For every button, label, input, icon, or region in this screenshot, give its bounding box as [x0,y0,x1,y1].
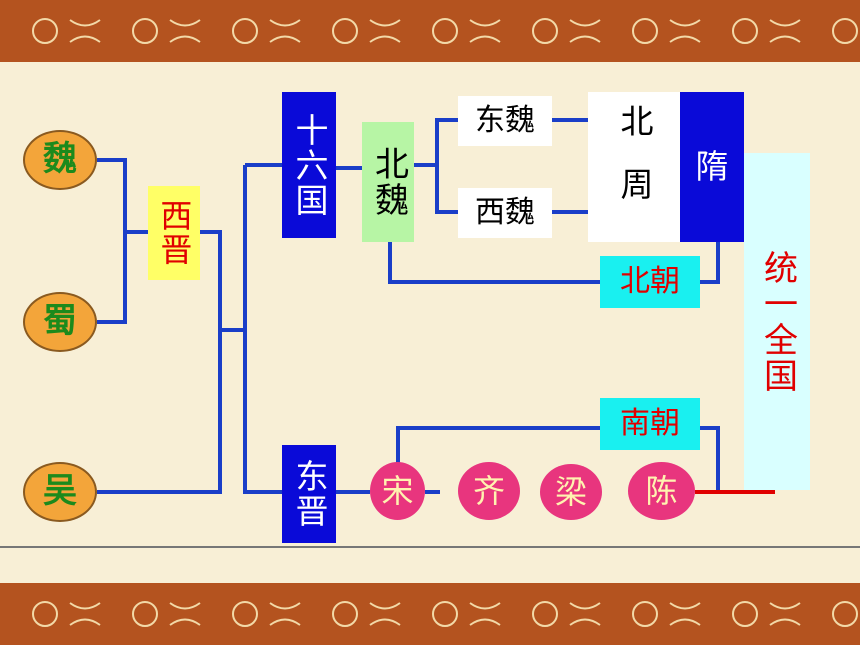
node-song-label: 宋 [381,471,414,510]
bottom-ornament-border [0,583,860,645]
node-shu-label: 蜀 [43,301,77,342]
node-sui: 隋 [680,92,744,242]
connector-beichao-sui [700,242,720,284]
node-beiwei: 北魏 [362,122,414,242]
node-nanchao: 南朝 [600,398,700,450]
node-liang-label: 梁 [554,472,587,511]
node-wu: 吴 [23,462,97,522]
node-beizhou-label: 北周 [614,104,654,230]
connector-beiwei-split [414,118,458,214]
connector-to-beizhou [552,118,588,214]
node-dongwei-label: 东魏 [475,102,535,138]
node-beichao: 北朝 [600,256,700,308]
node-qi-label: 齐 [472,471,505,510]
node-tongyi-label: 统一全国 [757,249,798,394]
node-qi: 齐 [458,462,520,520]
node-tongyi: 统一全国 [744,153,810,490]
node-song: 宋 [370,462,425,520]
node-liang: 梁 [540,464,602,520]
connector-wei-shu [97,158,127,324]
node-wu-label: 吴 [43,471,77,512]
node-shiliuguo-label: 十六国 [289,112,329,218]
node-shu: 蜀 [23,292,97,352]
node-chen-label: 陈 [645,471,678,510]
ornament-pattern-icon [32,601,858,627]
node-chen: 陈 [628,462,695,520]
node-dongwei: 东魏 [458,96,552,146]
node-nanchao-label: 南朝 [620,405,680,441]
ornament-pattern-icon [32,18,858,44]
node-sui-label: 隋 [695,147,729,187]
node-xiwei-label: 西魏 [475,194,535,230]
node-xijin: 西晋 [148,186,200,280]
node-xiwei: 西魏 [458,188,552,238]
node-beichao-label: 北朝 [620,263,680,299]
node-wei: 魏 [23,130,97,190]
node-dongjin-label: 东晋 [289,459,329,529]
node-wei-label: 魏 [43,139,77,180]
bottom-separator-line [0,546,860,548]
connector-beiwei-beichao [388,242,600,284]
connector-nanchao-chen [700,426,720,492]
node-dongjin: 东晋 [282,445,336,543]
top-ornament-border [0,0,860,62]
connector-trunk [243,165,282,494]
node-beiwei-label: 北魏 [368,146,409,218]
node-beizhou: 北周 [588,92,680,242]
connector-xijin-wu [97,230,222,494]
node-shiliuguo: 十六国 [282,92,336,238]
node-xijin-label: 西晋 [155,199,194,267]
